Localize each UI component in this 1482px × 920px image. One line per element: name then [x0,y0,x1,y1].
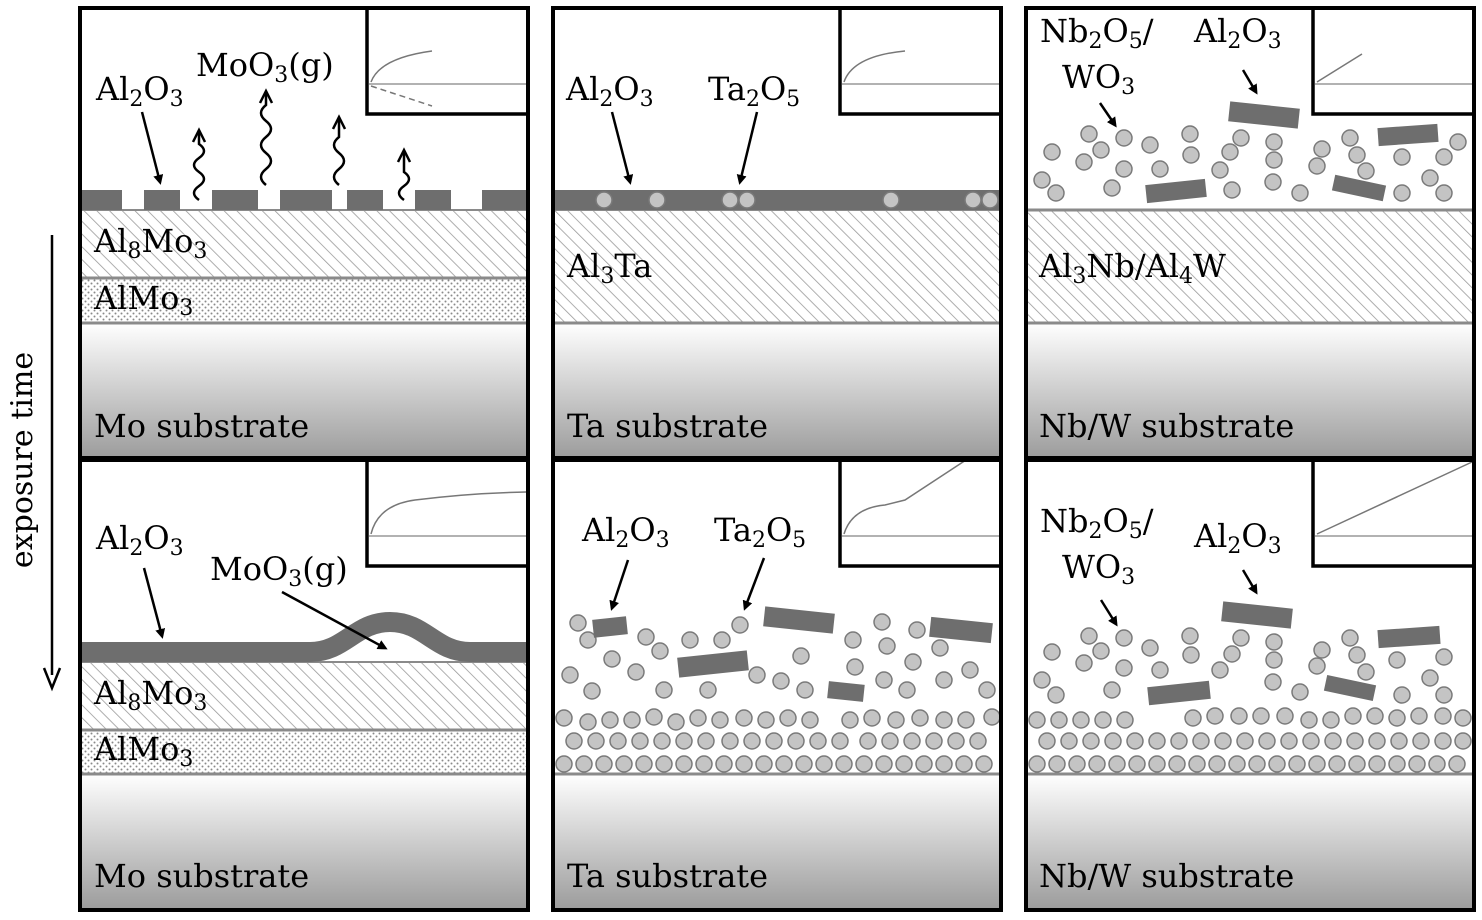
substrate-region [80,774,528,909]
moo3-gas-pointer [281,590,388,650]
kinetics-inset [365,6,530,116]
substrate-region [80,323,528,458]
al8mo3-label: Al8Mo3 [93,222,207,264]
ta2o5-particles [595,191,999,209]
substrate-label: Ta substrate [567,857,768,895]
al8mo3-layer [80,210,528,278]
al2o3-label: Al2O3 [95,519,184,561]
al8mo3-label: Al8Mo3 [93,674,207,716]
alumina-platelets [1145,101,1439,204]
almo3-label: AlMo3 [93,730,193,772]
panel-frame [551,458,1003,912]
substrate-label: Nb/W substrate [1039,857,1294,895]
al2o3-pointer [609,559,630,611]
alumina-platelets [592,606,993,702]
blistered-oxide-scale [80,611,528,662]
almo3-layer [80,278,528,323]
panel-frame [1024,458,1476,912]
al3nb-al4w-layer [1026,210,1474,323]
oxide-mix-label-line1: Nb2O5/ [1040,502,1154,544]
kinetics-inset [1311,458,1476,568]
ta2o5-pointer [736,111,759,185]
kinetics-inset [838,458,1003,568]
al3ta-layer [553,210,1001,323]
al2o3-pointer [142,567,166,639]
kinetics-inset [365,458,530,568]
al2o3-label: Al2O3 [1193,12,1282,54]
al8mo3-layer [80,662,528,730]
al2o3-pointer [140,111,164,185]
moo3-gas-label: MoO3(g) [196,46,334,88]
oxide-particle-bed [555,613,1001,773]
al2o3-pointer [610,111,634,185]
ta2o5-label: Ta2O5 [714,511,806,553]
substrate-label: Nb/W substrate [1039,407,1294,445]
al2o3-label: Al2O3 [1193,517,1282,559]
moo3-gas-release [191,88,412,202]
panel-nbw-top: Nb2O5/ WO3 Al2O3 Al3Nb/Al4W Nb/W substra… [1024,6,1476,460]
oxide-mix-label-line2: WO3 [1062,58,1135,100]
oxide-mix-pointer [1098,102,1117,128]
panel-frame [78,458,530,912]
oxide-particle-bed [1028,627,1472,773]
al2o3-label: Al2O3 [581,511,670,553]
al2o3-pointer [1241,569,1258,595]
alumina-platelets [1147,601,1441,706]
ta2o5-label: Ta2O5 [708,70,800,112]
almo3-layer [80,730,528,774]
alumina-scale [553,190,1001,210]
al2o3-label: Al2O3 [95,70,184,112]
panel-mo-bottom: Al2O3 MoO3(g) Al8Mo3 AlMo3 Mo substrate [78,458,530,912]
almo3-label: AlMo3 [93,279,193,321]
al2o3-pointer [1241,69,1258,95]
oxide-mix-label-line1: Nb2O5/ [1040,12,1154,54]
panel-mo-top: Al2O3 MoO3(g) Al8Mo3 AlMo3 Mo substrate [78,6,530,460]
substrate-label: Mo substrate [94,407,309,445]
substrate-region [1026,323,1474,458]
substrate-region [553,774,1001,909]
oxide-mix-pointer [1099,599,1118,627]
ta2o5-pointer [742,557,766,611]
panel-ta-bottom: Al2O3 Ta2O5 Ta substrate [551,458,1003,912]
substrate-region [1026,774,1474,909]
panel-ta-top: Al2O3 Ta2O5 Al3Ta Ta substrate [551,6,1003,460]
panel-nbw-bottom: Nb2O5/ WO3 Al2O3 Nb/W substrate [1024,458,1476,912]
substrate-region [553,323,1001,458]
exposure-time-arrow-head [42,667,62,692]
al3ta-label: Al3Ta [566,247,652,289]
exposure-time-axis: exposure time [5,235,62,692]
kinetics-inset [838,6,1003,116]
oxide-mix-label-line2: WO3 [1062,548,1135,590]
al3nb-al4w-label: Al3Nb/Al4W [1038,247,1226,289]
oxide-particles [1033,125,1467,202]
porous-oxide-scale [80,190,528,210]
exposure-time-label: exposure time [5,352,40,568]
kinetics-inset [1311,6,1476,116]
al2o3-label: Al2O3 [565,70,654,112]
moo3-gas-label: MoO3(g) [210,550,348,592]
substrate-label: Mo substrate [94,857,309,895]
substrate-label: Ta substrate [567,407,768,445]
